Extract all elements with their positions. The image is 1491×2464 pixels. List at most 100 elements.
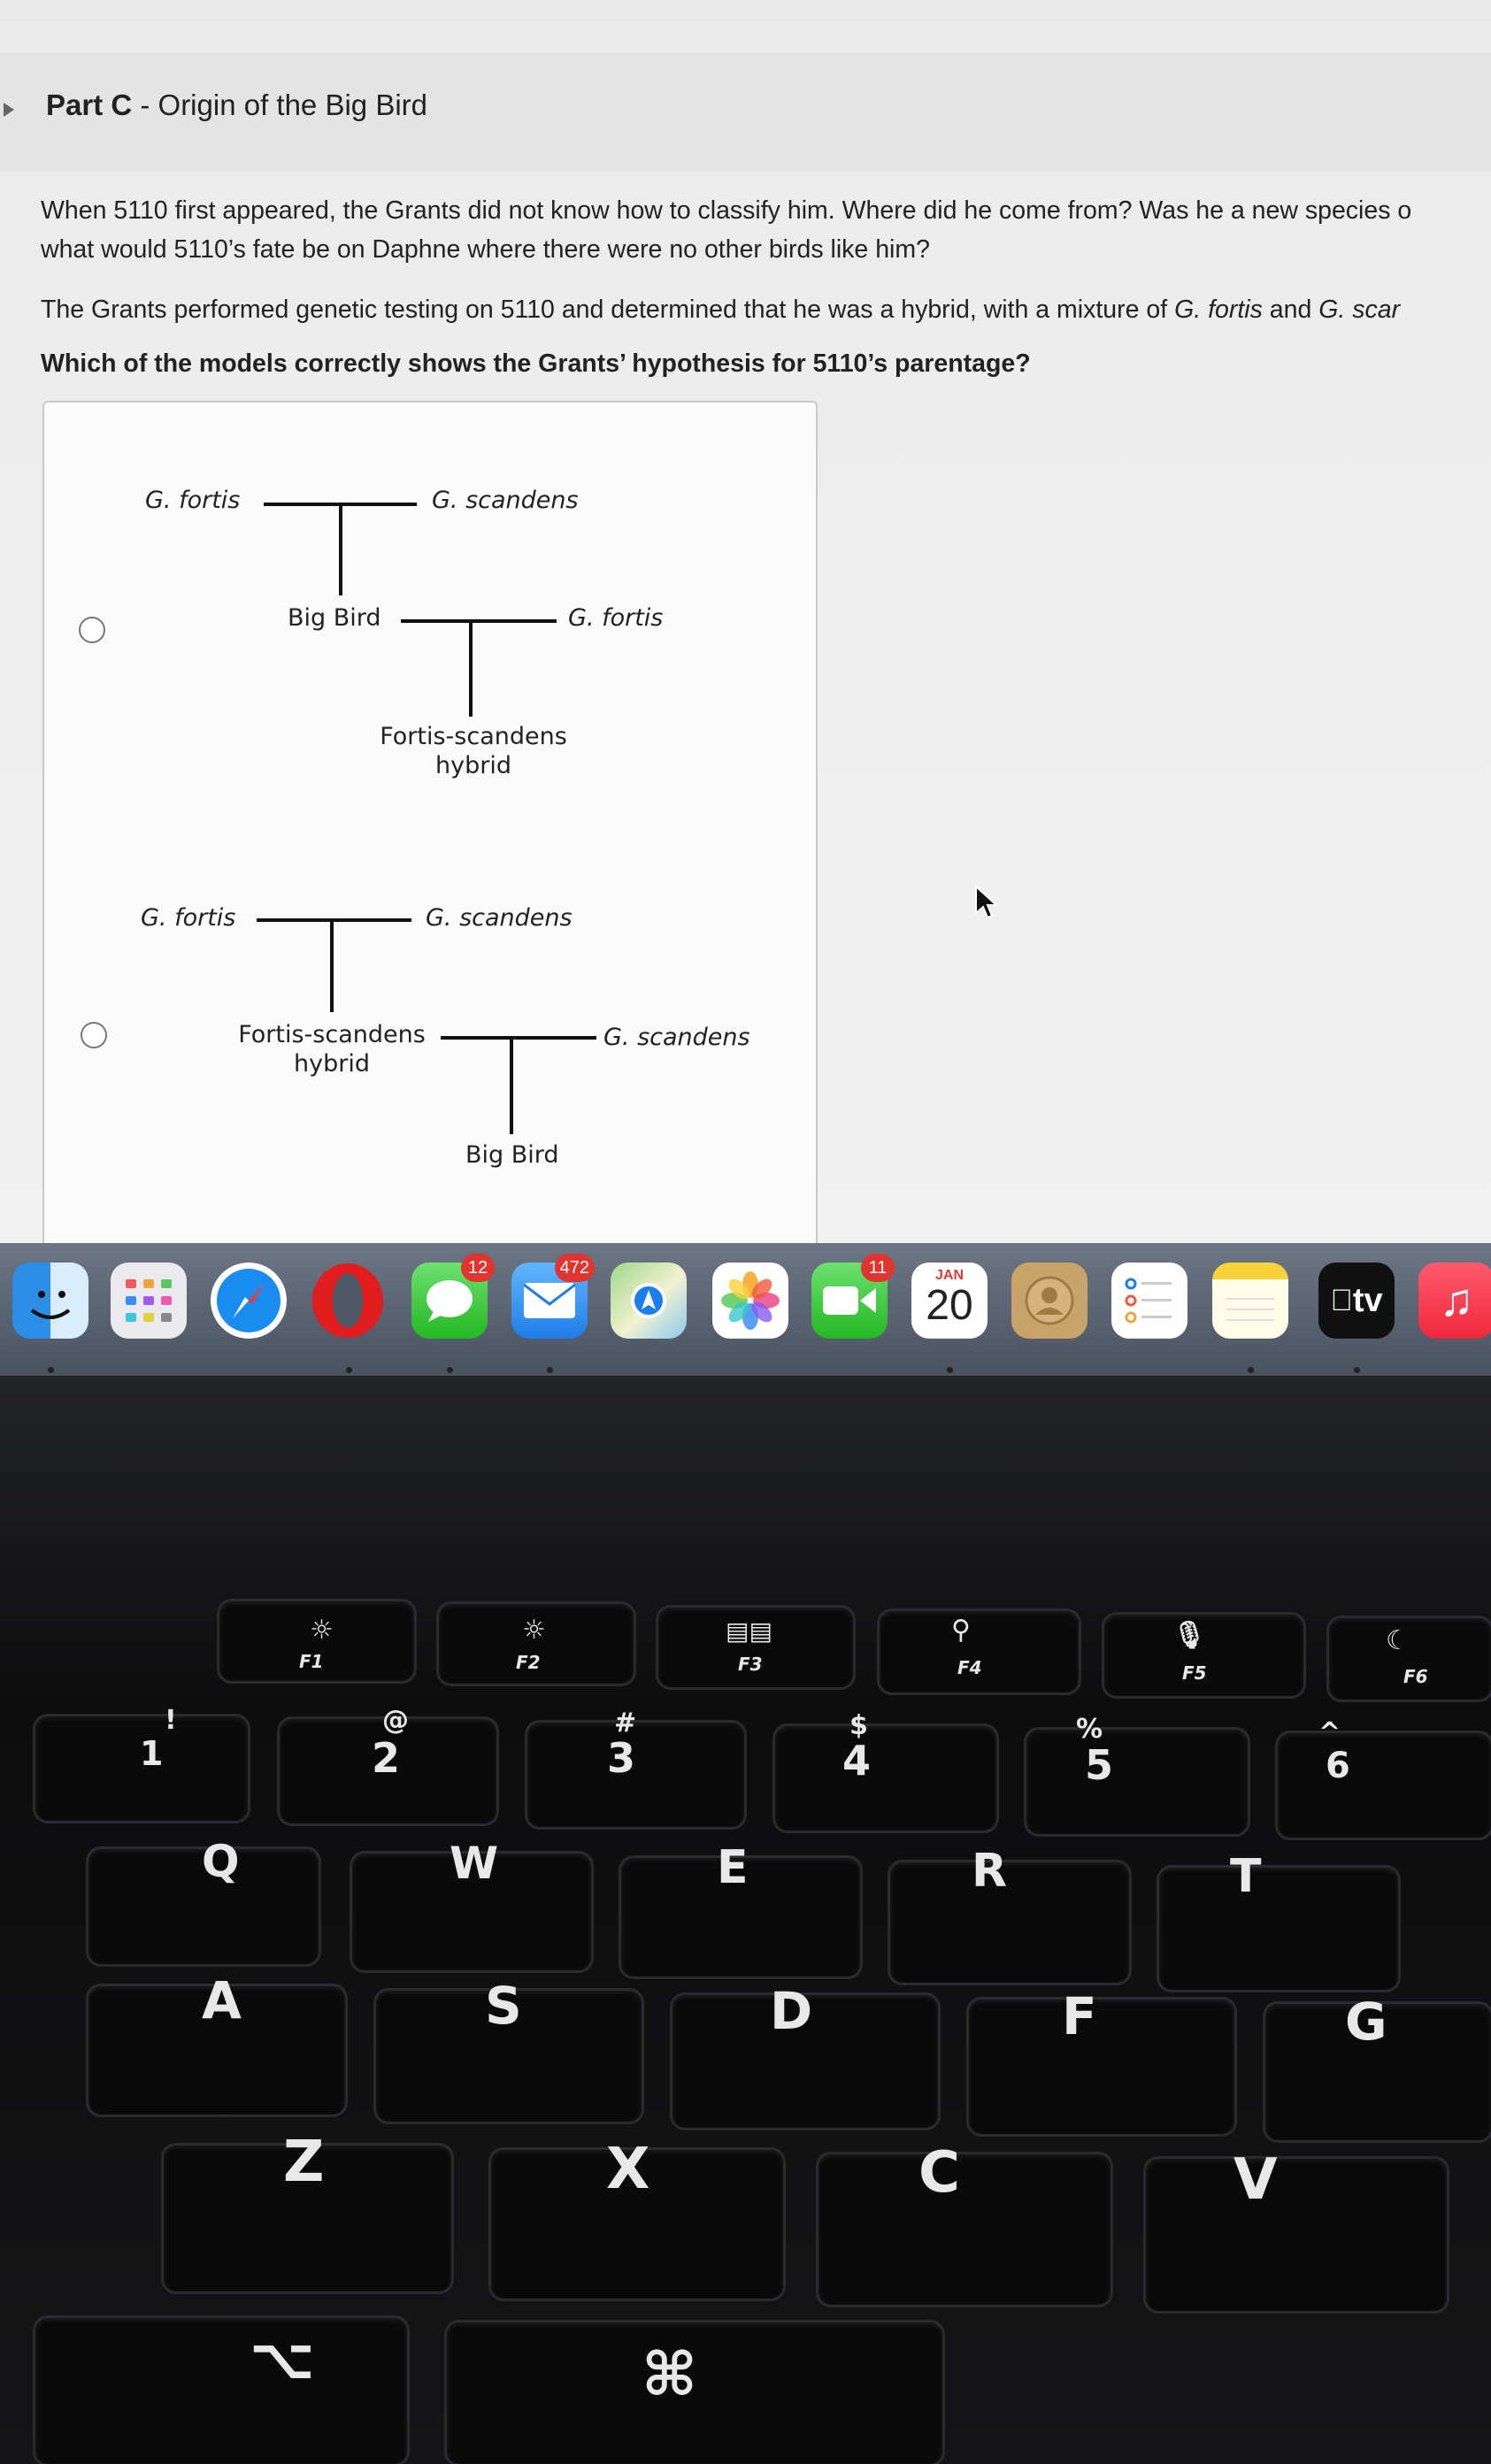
key-t[interactable]: [1159, 1868, 1398, 1990]
key-g-label: G: [1345, 1992, 1387, 2052]
reminders-icon[interactable]: [1111, 1263, 1187, 1339]
key-f4-label: F4: [957, 1657, 982, 1678]
key-w-label: W: [450, 1838, 499, 1889]
key-f4[interactable]: [880, 1611, 1079, 1693]
command-symbol-icon: ⌘: [642, 2340, 698, 2410]
answer-options-card: [42, 401, 818, 1256]
messages-badge: 12: [461, 1254, 495, 1282]
key-c-label: C: [918, 2140, 960, 2206]
brightness-up-icon: ☼: [522, 1615, 546, 1646]
messages-icon[interactable]: 12: [411, 1254, 495, 1339]
part-header[interactable]: [0, 53, 1491, 173]
key-command[interactable]: [447, 2322, 942, 2464]
key-q[interactable]: [88, 1849, 319, 1964]
key-f3-label: F3: [738, 1654, 763, 1675]
key-6-symbol: ^: [1318, 1717, 1341, 1748]
contacts-icon[interactable]: [1011, 1263, 1088, 1339]
key-e[interactable]: [621, 1858, 860, 1977]
key-5[interactable]: [1026, 1730, 1248, 1834]
key-x-label: X: [606, 2137, 650, 2202]
key-4-symbol: $: [849, 1710, 868, 1741]
key-f[interactable]: [969, 2000, 1234, 2134]
key-3-symbol: #: [614, 1708, 637, 1739]
key-5-symbol: %: [1076, 1714, 1103, 1745]
key-z-label: Z: [283, 2130, 325, 2195]
brightness-down-icon: ☼: [310, 1615, 334, 1646]
key-f2-label: F2: [516, 1652, 541, 1673]
key-v[interactable]: [1146, 2159, 1447, 2311]
part-title: Part C - Origin of the Big Bird: [46, 88, 428, 121]
facetime-badge: 11: [861, 1254, 895, 1282]
key-1[interactable]: [35, 1716, 248, 1821]
key-f-label: F: [1062, 1986, 1097, 2046]
key-r[interactable]: [890, 1862, 1129, 1983]
key-1-symbol: !: [165, 1705, 177, 1736]
tv-icon[interactable]: tv: [1318, 1263, 1395, 1339]
key-6[interactable]: [1278, 1733, 1491, 1838]
finder-icon[interactable]: [12, 1263, 88, 1339]
launchpad-icon[interactable]: [111, 1263, 187, 1339]
opera-icon[interactable]: [310, 1263, 386, 1339]
browser-screen: Part C - Origin of the Big Bird When 511…: [0, 0, 1491, 1256]
maps-icon[interactable]: [611, 1263, 687, 1339]
key-s[interactable]: [376, 1991, 642, 2122]
option-1-offspring-line-2: [469, 619, 473, 717]
option-1-radio[interactable]: [79, 617, 105, 643]
key-a[interactable]: [88, 1986, 345, 2115]
key-f3[interactable]: [658, 1608, 853, 1687]
option-2-cross-line-1: [257, 918, 411, 922]
key-t-label: T: [1230, 1850, 1262, 1903]
facetime-icon[interactable]: 11: [811, 1254, 895, 1339]
running-indicator: [1354, 1367, 1360, 1373]
key-option[interactable]: [35, 2318, 407, 2464]
key-f6-label: F6: [1403, 1666, 1428, 1687]
option-2-offspring-line-2: [510, 1036, 513, 1134]
key-2[interactable]: [280, 1719, 496, 1823]
key-3[interactable]: [527, 1723, 744, 1827]
key-s-label: S: [485, 1976, 522, 2036]
key-f2[interactable]: [439, 1604, 634, 1684]
key-q-label: Q: [202, 1836, 240, 1887]
key-f6[interactable]: [1329, 1618, 1491, 1700]
mouse-pointer-icon: [975, 885, 999, 919]
option-2-radio[interactable]: [81, 1022, 107, 1048]
key-c[interactable]: [819, 2154, 1111, 2305]
key-a-label: A: [202, 1970, 242, 2030]
option-1-offspring-line-1: [339, 503, 342, 595]
do-not-disturb-moon-icon: ☾: [1386, 1625, 1410, 1656]
option-2-cross-line-2: [441, 1036, 596, 1040]
key-f1-label: F1: [299, 1651, 324, 1672]
dock: 12 472 11 JAN 20 tv ♫: [0, 1243, 1491, 1376]
key-x[interactable]: [491, 2150, 783, 2299]
key-d-label: D: [770, 1981, 813, 2041]
tv-label: tv: [1341, 1281, 1383, 1319]
key-f5[interactable]: [1104, 1615, 1303, 1696]
music-icon[interactable]: ♫: [1418, 1263, 1491, 1339]
collapse-caret-icon[interactable]: [4, 103, 14, 117]
key-f5-label: F5: [1182, 1662, 1207, 1684]
key-d[interactable]: [672, 1995, 938, 2128]
option-1-mid-left-label: Big Bird: [288, 604, 381, 632]
calendar-icon[interactable]: JAN 20: [911, 1263, 988, 1339]
calendar-day: 20: [926, 1282, 973, 1329]
question-line-3: The Grants performed genetic testing on …: [41, 296, 1401, 324]
question-line-1: When 5110 first appeared, the Grants did…: [41, 196, 1412, 225]
key-w[interactable]: [352, 1854, 591, 1970]
key-z[interactable]: [164, 2145, 451, 2291]
notes-icon[interactable]: [1212, 1263, 1288, 1339]
key-4[interactable]: [775, 1726, 996, 1831]
running-indicator: [48, 1367, 54, 1373]
option-2-mid-right-label: G. scandens: [603, 1024, 750, 1051]
safari-icon[interactable]: [211, 1263, 287, 1339]
key-g[interactable]: [1265, 2004, 1491, 2140]
key-2-digit: 2: [372, 1734, 401, 1782]
key-f1[interactable]: [219, 1601, 414, 1681]
running-indicator: [947, 1367, 953, 1373]
photos-icon[interactable]: [712, 1263, 788, 1339]
option-2-top-right-label: G. scandens: [426, 904, 573, 932]
mail-icon[interactable]: 472: [511, 1254, 595, 1339]
key-3-digit: 3: [607, 1734, 636, 1782]
mail-badge: 472: [554, 1254, 595, 1282]
calendar-month: JAN: [934, 1268, 964, 1283]
